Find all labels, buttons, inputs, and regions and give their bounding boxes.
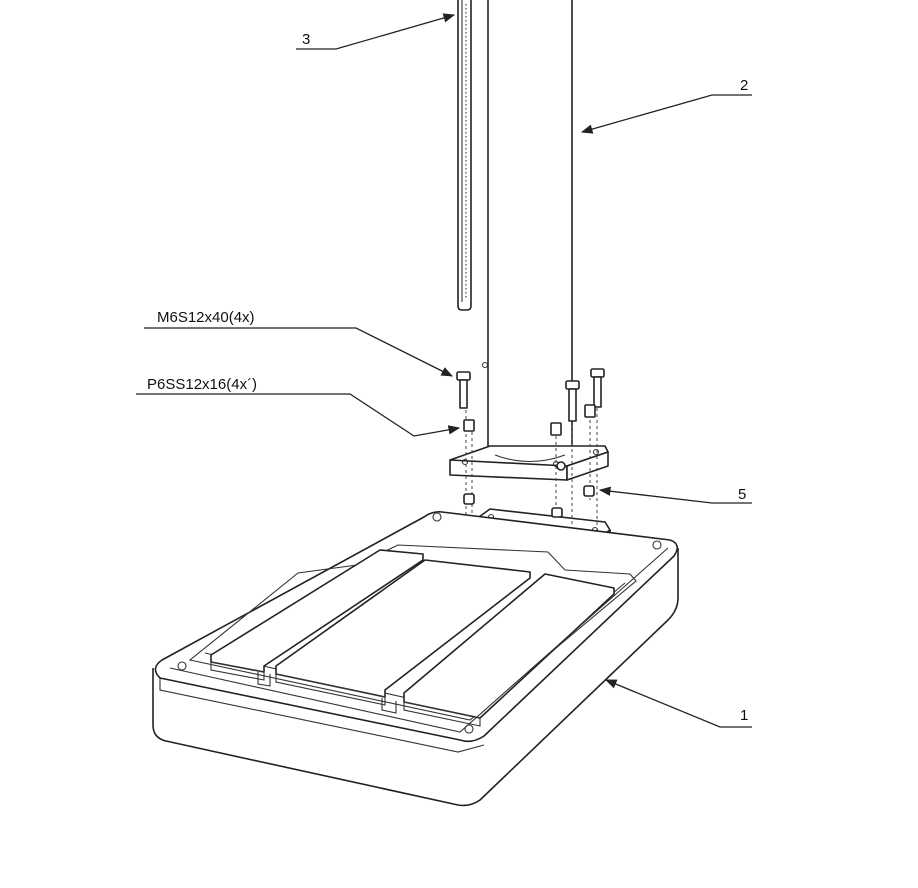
setscrew-spec-label: P6SS12x16(4x´): [147, 376, 257, 393]
set-screws: [463, 404, 596, 518]
callout-bolt-spec: M6S12x40(4x): [144, 309, 454, 377]
bolt: [565, 380, 580, 422]
callout-5-label: 5: [738, 486, 746, 503]
callout-2-label: 2: [740, 77, 748, 94]
bolt: [590, 368, 605, 408]
callout-5: 5: [598, 486, 752, 504]
rack-part: [457, 0, 472, 311]
column-part: [481, 0, 573, 456]
bolt-spec-label: M6S12x40(4x): [157, 309, 255, 326]
base-part: [152, 511, 679, 807]
callout-1-label: 1: [740, 707, 748, 724]
bolt: [456, 371, 471, 409]
callout-2: 2: [580, 77, 752, 134]
callout-setscrew-spec: P6SS12x16(4x´): [136, 376, 461, 437]
callout-3: 3: [296, 13, 456, 50]
callout-3-label: 3: [302, 31, 310, 48]
callout-1: 1: [604, 679, 752, 728]
hex-bolts: [456, 368, 605, 422]
